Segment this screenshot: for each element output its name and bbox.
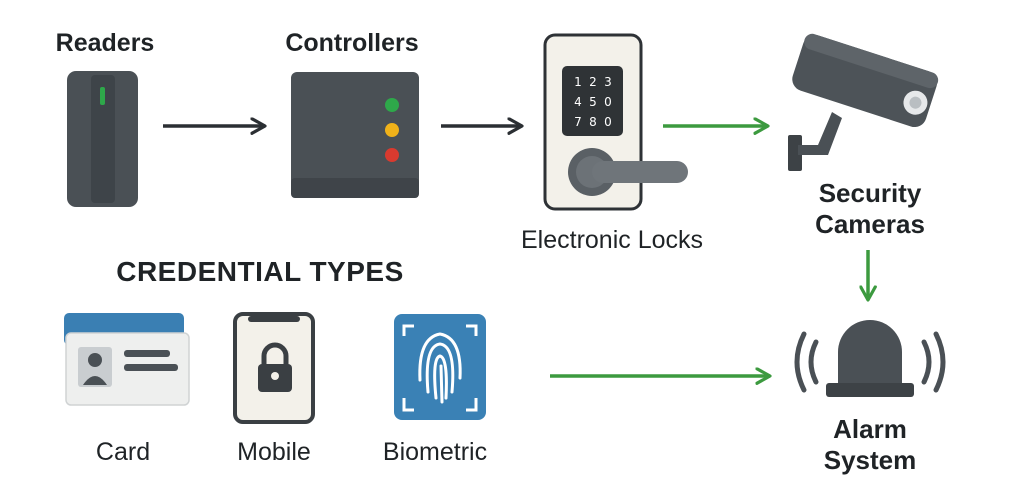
credential-label-card: Card — [95, 438, 151, 466]
keypad-digit: 3 — [604, 75, 612, 89]
keypad-digit: 0 — [604, 95, 612, 109]
keypad-digit: 5 — [589, 95, 597, 109]
keypad-digit: 7 — [574, 115, 582, 129]
fingerprint-icon — [394, 314, 486, 420]
keypad-lock-icon: 1 2 3 4 5 0 7 8 0 0 — [543, 33, 688, 211]
node-label-line: Cameras — [815, 209, 925, 239]
keypad-digits: 1 2 3 4 5 0 7 8 0 0 — [574, 75, 612, 129]
controller-panel-icon — [291, 72, 419, 198]
card-reader-icon — [67, 71, 138, 207]
security-camera-icon — [788, 33, 939, 171]
keypad-digit: 4 — [574, 95, 582, 109]
credential-types-title: CREDENTIAL TYPES — [116, 256, 404, 287]
node-label-electronic-locks: Electronic Locks — [520, 226, 704, 254]
credential-label-biometric: Biometric — [382, 438, 488, 466]
node-label-readers: Readers — [55, 29, 155, 57]
node-label-alarm-system: Alarm System — [790, 414, 950, 476]
keypad-digit: 0 — [604, 115, 612, 129]
alarm-siren-icon — [794, 320, 946, 397]
node-label-line: Alarm — [833, 414, 907, 444]
keypad-digit: 8 — [589, 115, 597, 129]
node-label-line: System — [823, 445, 917, 475]
node-label-line: Security — [818, 178, 922, 208]
id-card-icon — [64, 313, 190, 406]
keypad-digit: 1 — [574, 75, 582, 89]
mobile-lock-icon — [233, 312, 315, 424]
credential-label-mobile: Mobile — [237, 438, 311, 466]
node-label-controllers: Controllers — [285, 29, 419, 57]
keypad-digit: 2 — [589, 75, 597, 89]
node-label-security-cameras: Security Cameras — [790, 178, 950, 240]
